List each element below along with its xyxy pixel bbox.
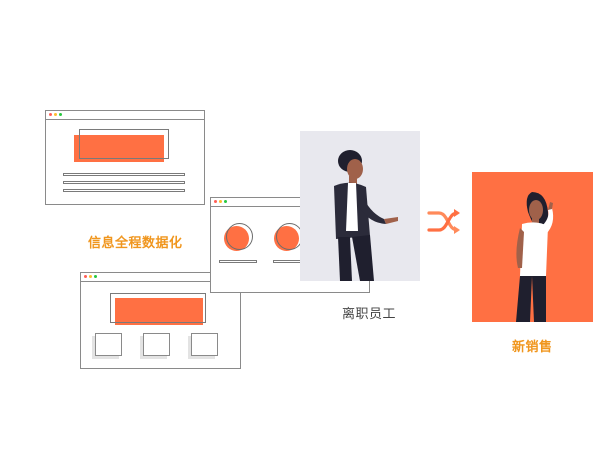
thumbnail xyxy=(191,333,218,356)
header-image-block xyxy=(74,135,164,162)
digitization-label: 信息全程数据化 xyxy=(88,236,183,251)
window-maximize-dot xyxy=(59,113,62,116)
former-employee-panel xyxy=(300,131,420,281)
window-minimize-dot xyxy=(54,113,57,116)
banner-image-outline xyxy=(110,293,206,323)
document-window xyxy=(45,110,205,205)
former-employee-label: 离职员工 xyxy=(342,307,397,322)
avatar-circle-outline xyxy=(276,223,303,250)
caption-line xyxy=(219,260,257,263)
window-minimize-dot xyxy=(219,200,222,203)
text-line xyxy=(63,173,185,176)
header-image-outline xyxy=(79,129,169,159)
window-titlebar xyxy=(81,273,240,282)
window-close-dot xyxy=(214,200,217,203)
text-line xyxy=(63,181,185,184)
woman-figure-icon xyxy=(516,192,554,322)
text-line xyxy=(63,189,185,192)
shuffle-arrows-icon xyxy=(427,209,460,234)
new-sales-label: 新销售 xyxy=(512,340,553,355)
avatar-circle-outline xyxy=(226,223,253,250)
window-minimize-dot xyxy=(89,275,92,278)
window-maximize-dot xyxy=(224,200,227,203)
window-titlebar xyxy=(211,198,369,207)
window-maximize-dot xyxy=(94,275,97,278)
window-close-dot xyxy=(84,275,87,278)
new-sales-panel xyxy=(472,172,593,322)
banner-image-block xyxy=(115,298,203,325)
thumbnail xyxy=(95,333,122,356)
window-titlebar xyxy=(46,111,204,120)
window-close-dot xyxy=(49,113,52,116)
thumbnail xyxy=(143,333,170,356)
man-figure-icon xyxy=(334,150,398,281)
